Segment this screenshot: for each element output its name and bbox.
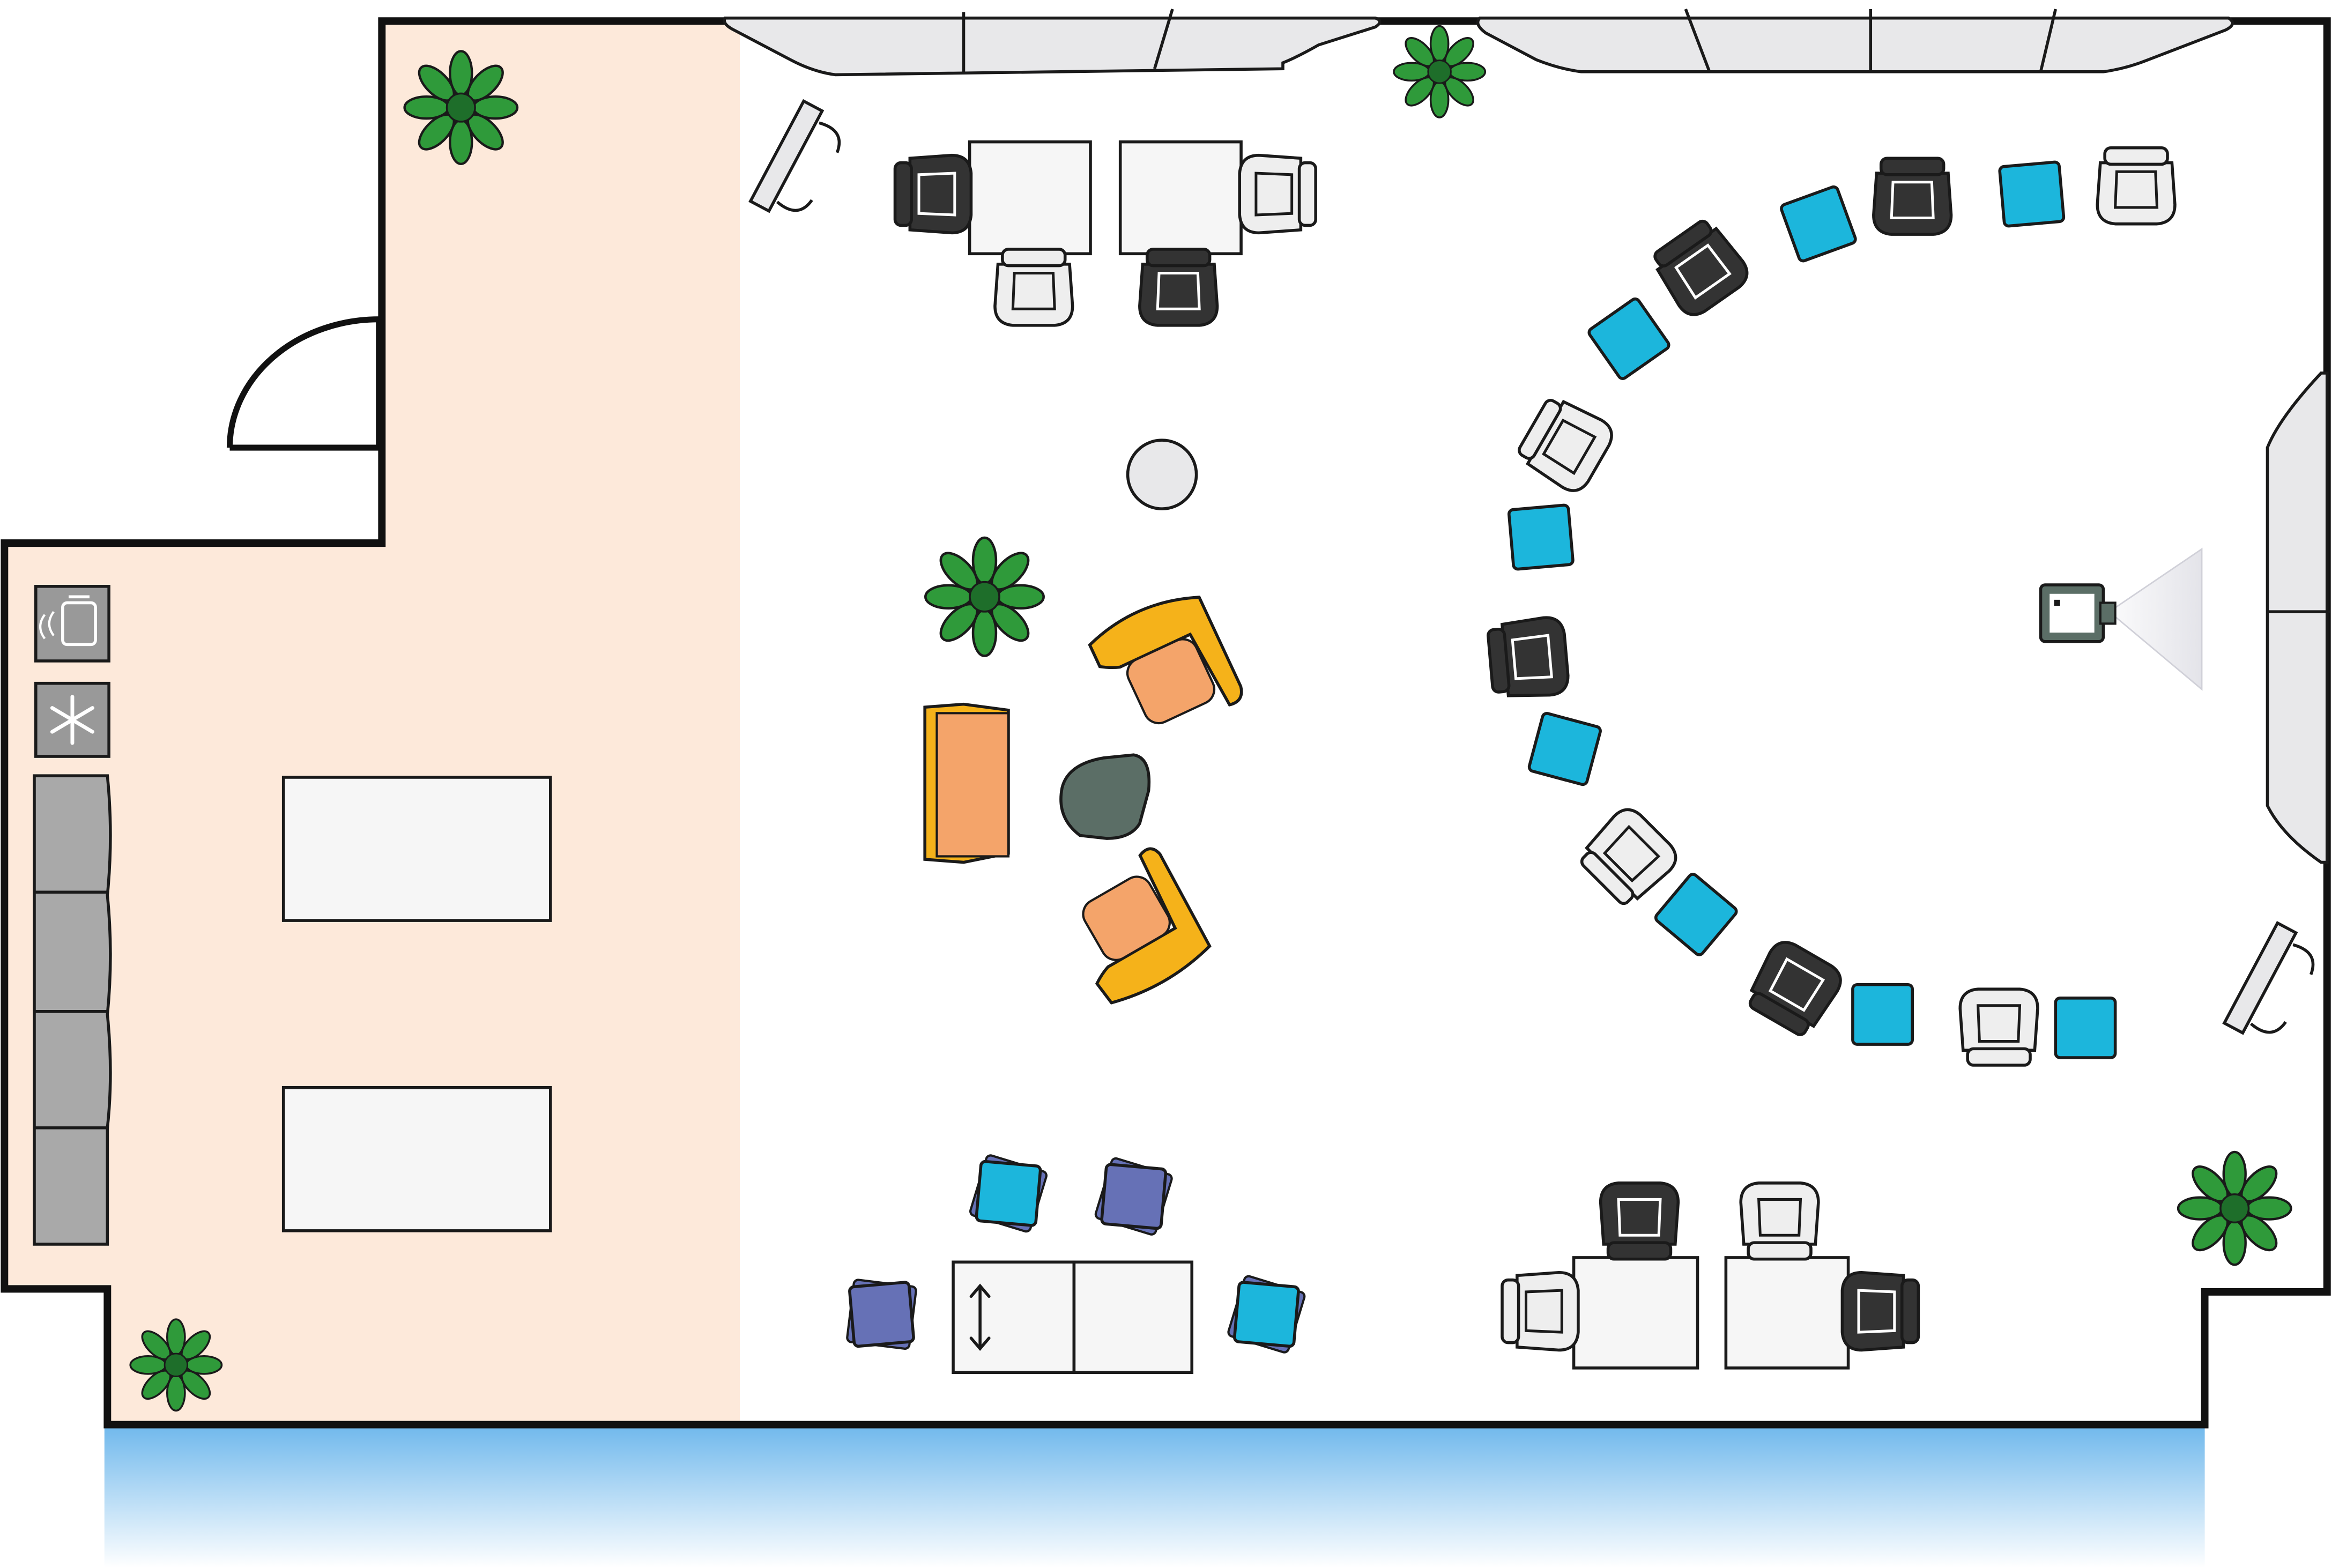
office-chair-black[interactable] <box>1646 214 1754 321</box>
plant-icon <box>925 538 1043 656</box>
adjustable-desk[interactable] <box>952 1260 1076 1374</box>
entrance-door[interactable] <box>226 316 382 451</box>
stool-cyan[interactable] <box>1527 712 1602 786</box>
stool-cyan[interactable] <box>1507 503 1575 571</box>
projector-icon <box>2039 547 2203 691</box>
water-strip <box>104 1424 2205 1568</box>
stool-purple[interactable] <box>841 1274 922 1355</box>
stool-cyan[interactable] <box>1587 297 1670 380</box>
office-chair-black[interactable] <box>1840 1270 1920 1352</box>
desk-cluster-bottom-right <box>1572 1256 1850 1370</box>
stools-layer <box>841 160 2117 1355</box>
kitchen-floor <box>4 21 740 1425</box>
window-bench-top-right <box>1476 8 2234 73</box>
coffee-machine-icon <box>34 585 110 663</box>
lounge-armchair-bottom[interactable] <box>1051 845 1216 1010</box>
lounge-armchair-top[interactable] <box>1086 586 1246 748</box>
stool-cyan[interactable] <box>1654 873 1738 957</box>
stool-cyan[interactable] <box>2054 997 2117 1059</box>
wall-screen-right <box>2266 371 2330 864</box>
plant-icon <box>2178 1152 2291 1265</box>
kitchen-table-top[interactable] <box>281 776 552 922</box>
main-room-floor <box>740 21 2327 1425</box>
desk-cluster-top <box>968 140 1243 256</box>
office-chair-white[interactable] <box>1238 153 1317 235</box>
office-chair-black[interactable] <box>1138 248 1219 327</box>
desk[interactable] <box>1724 1256 1850 1370</box>
office-chair-black[interactable] <box>1487 616 1570 700</box>
stool-cyan[interactable] <box>1780 185 1857 263</box>
office-chair-white[interactable] <box>993 248 1074 327</box>
desk[interactable] <box>1072 1260 1194 1374</box>
office-chair-white[interactable] <box>2096 146 2177 226</box>
desk-cluster-bottom-left <box>952 1260 1194 1374</box>
kitchen-table-bottom[interactable] <box>281 1086 552 1232</box>
office-chair-black[interactable] <box>1872 157 1953 236</box>
office-chair-black[interactable] <box>893 153 973 235</box>
lounge-pouf[interactable] <box>1059 753 1151 840</box>
stool-cyan[interactable] <box>1226 1274 1306 1355</box>
office-chair-black[interactable] <box>1742 936 1847 1041</box>
office-chair-white[interactable] <box>1574 802 1683 911</box>
plant-icon <box>129 1318 223 1412</box>
stool-purple[interactable] <box>1094 1156 1174 1237</box>
desk[interactable] <box>968 140 1092 256</box>
office-chair-white[interactable] <box>1739 1181 1820 1261</box>
stool-cyan[interactable] <box>968 1153 1049 1233</box>
office-chair-white[interactable] <box>1958 987 2039 1067</box>
office-chair-white[interactable] <box>1501 1270 1580 1352</box>
stool-cyan[interactable] <box>1851 983 1914 1046</box>
plant-icon <box>405 51 517 164</box>
snowflake-icon <box>34 681 110 758</box>
mobile-whiteboard-right[interactable] <box>2222 921 2325 1049</box>
chairs-layer <box>893 146 2177 1352</box>
kitchen-counter <box>33 774 112 1246</box>
stool-cyan[interactable] <box>1998 160 2066 228</box>
side-table[interactable] <box>1126 439 1198 510</box>
desk[interactable] <box>1118 140 1243 256</box>
height-adjustable-arrow-icon <box>969 1283 991 1351</box>
plant-icon <box>1393 25 1487 118</box>
lounge-sofa[interactable] <box>923 702 1010 864</box>
floor-areas <box>4 21 2327 1425</box>
desk[interactable] <box>1572 1256 1699 1370</box>
office-chair-black[interactable] <box>1599 1181 1680 1261</box>
window-bench-top-left <box>723 9 1382 77</box>
office-chair-white[interactable] <box>1513 392 1618 497</box>
mobile-whiteboard-top[interactable] <box>748 99 851 227</box>
